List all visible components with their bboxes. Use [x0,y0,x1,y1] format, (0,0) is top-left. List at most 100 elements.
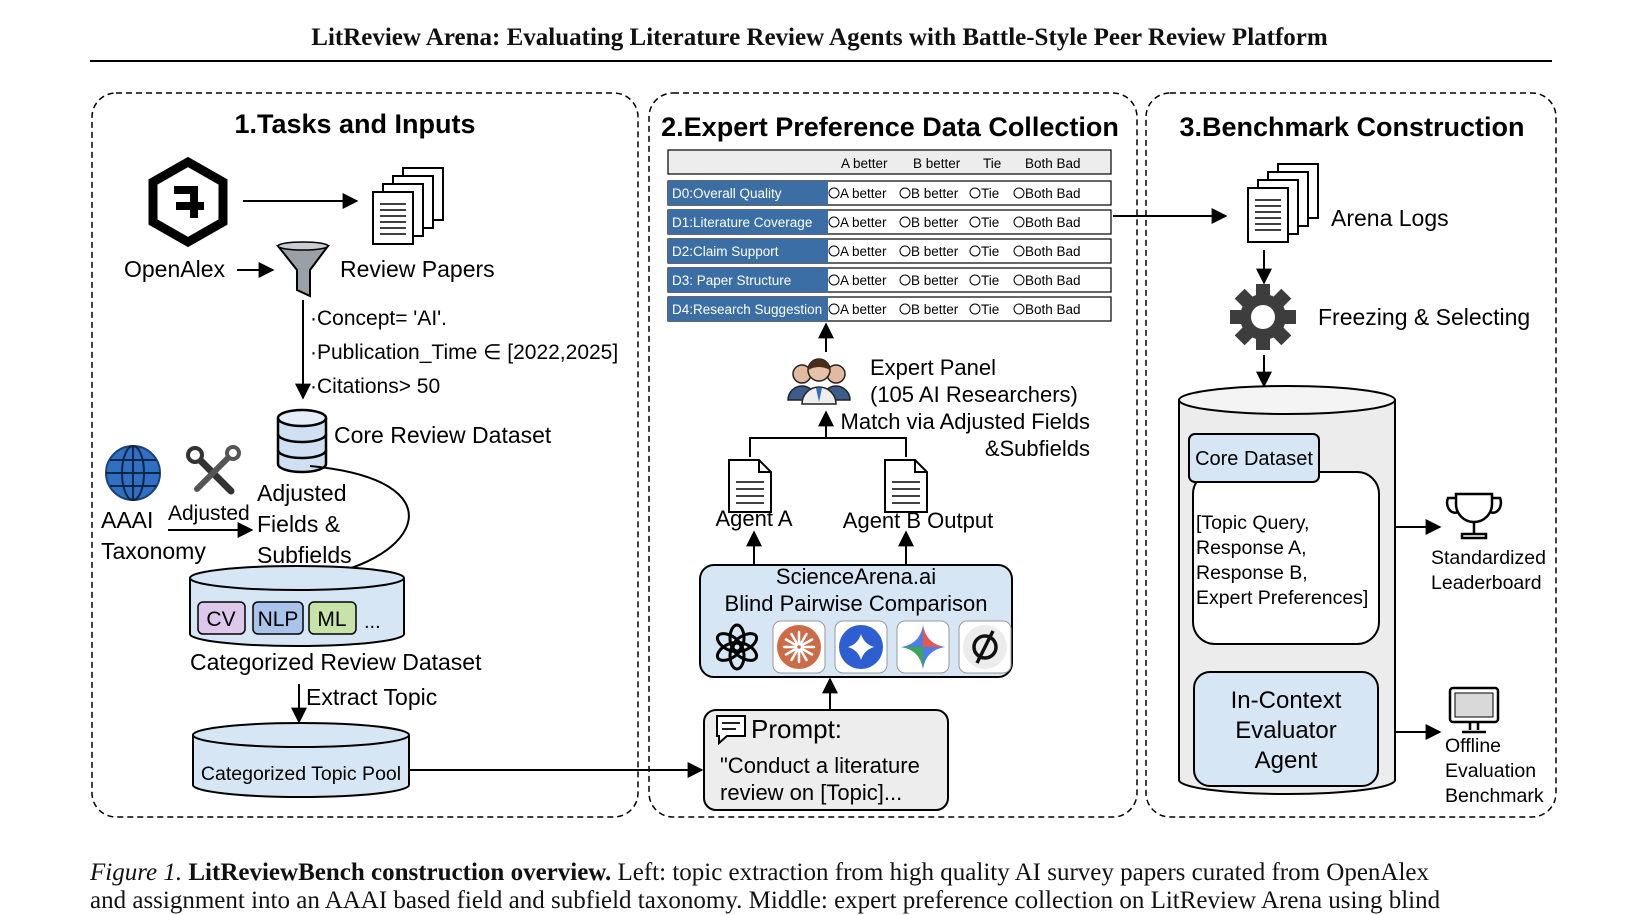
taxonomy-label: Taxonomy [101,538,206,564]
option-label: A better [840,215,887,230]
core-field-topic-query: [Topic Query, [1196,512,1309,534]
col-header-a-better: A better [841,156,888,171]
caption-bold: LitReviewBench construction overview. [188,859,612,886]
match-label-line2: &Subfields [985,436,1090,461]
option-label: Tie [981,186,999,201]
option-radio[interactable] [899,187,911,199]
review-papers-label: Review Papers [340,256,495,282]
agent-a-doc-icon [728,459,772,513]
aaai-label: AAAI [101,507,153,533]
option-radio[interactable] [969,274,981,286]
prompt-label: Prompt: [751,714,842,744]
category-cv-box [197,601,246,635]
ray [800,638,814,647]
option-radio[interactable] [899,216,911,228]
agent-a-label: Agent A [715,506,792,531]
ray [799,648,808,662]
adjusted-fields-line1: Adjusted [257,480,347,506]
option-label: A better [840,302,887,317]
caption-rest: Left: topic extraction from high quality… [611,859,1430,886]
ray [790,648,799,662]
option-radio[interactable] [828,187,840,199]
option-radio[interactable] [969,303,981,315]
option-radio[interactable] [969,187,981,199]
expert-panel-count: (105 AI Researchers) [870,382,1078,407]
prompt-text-line2: review on [Topic]... [720,780,902,805]
agent-b-label: Agent B Output [843,508,993,533]
globe-icon [105,445,161,501]
evaluator-box [1193,671,1379,787]
dimension-label: D1:Literature Coverage [672,215,812,230]
option-label: Tie [981,244,999,259]
option-label: A better [840,186,887,201]
option-label: A better [840,244,887,259]
dimension-label-bg [668,297,828,321]
evaluator-line2: Evaluator [1235,717,1336,744]
categorized-topic-pool-label: Categorized Topic Pool [201,763,401,785]
option-radio[interactable] [828,216,840,228]
model-icons [711,620,1012,674]
adjusted-fields-line2: Fields & [257,511,340,537]
option-radio[interactable] [828,274,840,286]
dimension-label-bg [668,239,828,263]
arena-logs-icon [1247,163,1319,243]
option-label: Tie [981,302,999,317]
page-title: LitReview Arena: Evaluating Literature R… [311,24,1328,51]
gear-icon [1230,284,1296,350]
figure-caption-line2: and assignment into an AAAI based field … [90,887,1441,914]
option-radio[interactable] [899,245,911,257]
category-nlp: NLP [258,608,299,631]
option-label: A better [840,273,887,288]
option-label: Both Bad [1025,273,1081,288]
tasks-heading: 1.Tasks and Inputs [234,109,475,139]
option-label: B better [911,186,959,201]
section-tasks-frame [91,92,639,818]
sparkle [848,634,874,660]
option-radio[interactable] [1013,303,1025,315]
match-label-line1: Match via Adjusted Fields [841,409,1090,434]
benchmark-heading: 3.Benchmark Construction [1179,112,1524,142]
option-label: Both Bad [1025,186,1081,201]
option-radio[interactable] [899,274,911,286]
ring [972,634,998,660]
category-ml: ML [317,608,346,631]
prompt-text-line1: "Conduct a literature [720,753,920,778]
claude-logo [772,620,826,674]
category-nlp-box [252,601,304,635]
evaluator-line3: Agent [1255,747,1318,774]
core-field-response-b: Response B, [1196,562,1308,584]
adjusted-fields-line3: Subfields [257,542,352,568]
section-benchmark-frame [1145,92,1557,818]
categorized-topic-pool-cylinder [192,722,410,798]
core-field-response-a: Response A, [1196,537,1307,559]
chat-icon [716,715,746,746]
monitor-icon [1448,686,1500,734]
option-radio[interactable] [899,303,911,315]
option-radio[interactable] [1013,274,1025,286]
option-radio[interactable] [969,216,981,228]
title-rule [90,60,1552,62]
agent-b-doc-icon [884,459,928,513]
agents-merge-connector [749,412,907,457]
core-review-dataset-label: Core Review Dataset [334,422,552,448]
category-cv: CV [206,608,235,631]
option-radio[interactable] [1013,216,1025,228]
gemini-logo [896,620,950,674]
ray [790,632,799,646]
option-label: Both Bad [1025,215,1081,230]
option-radio[interactable] [828,245,840,257]
option-label: Tie [981,215,999,230]
option-radio[interactable] [828,303,840,315]
openalex-logo [148,156,228,248]
option-radio[interactable] [1013,187,1025,199]
tools-icon [186,445,241,495]
option-radio[interactable] [969,245,981,257]
filter-citations: ·Citations> 50 [310,375,440,398]
offline-line2: Evaluation [1445,760,1536,782]
icon-bg [711,621,763,673]
option-radio[interactable] [1013,245,1025,257]
